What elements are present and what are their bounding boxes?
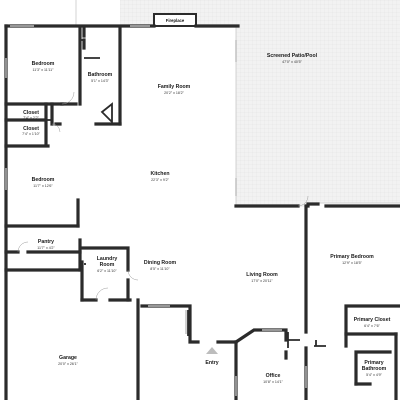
label-living-room: Living Room — [246, 272, 278, 278]
dim-garage: 20'0" x 26'1" — [58, 362, 78, 366]
dim-primary-closet: 6'4" x 7'6" — [364, 324, 380, 328]
fireplace — [153, 13, 197, 27]
garage-floor — [8, 272, 138, 400]
label-bedroom-2: Bedroom — [32, 177, 55, 183]
dim-family-room: 20'2" x 18'2" — [164, 91, 184, 95]
label-garage: Garage — [59, 355, 77, 361]
windows — [5, 25, 307, 396]
fireplace-label: Fireplace — [166, 18, 185, 23]
room-labels: Screened Patio/Pool 47'0" x 40'5" Bedroo… — [22, 53, 390, 384]
label-pantry: Pantry — [38, 239, 54, 245]
dim-bedroom-2: 11'7" x 12'6" — [33, 184, 53, 188]
dim-living-room: 17'0" x 20'11" — [251, 279, 273, 283]
label-laundry-line1: Laundry — [97, 256, 118, 262]
label-kitchen: Kitchen — [150, 171, 169, 177]
dim-dining-room: 8'5" x 11'10" — [150, 267, 170, 271]
dim-bathroom: 5'1" x 14'3" — [91, 79, 109, 83]
entry-arrow-icon — [206, 347, 218, 354]
label-family-room: Family Room — [158, 84, 191, 90]
label-primary-bathroom-line1: Primary — [364, 360, 383, 366]
label-laundry-line2: Room — [100, 262, 115, 268]
label-office: Office — [266, 373, 281, 379]
screened-patio-area — [76, 0, 400, 207]
dim-closet-2: 7'4" x 1'10" — [22, 132, 40, 136]
label-primary-bedroom: Primary Bedroom — [330, 254, 374, 260]
dim-laundry: 6'2" x 11'10" — [97, 269, 117, 273]
label-primary-closet: Primary Closet — [354, 317, 391, 323]
dim-primary-bathroom: 5'4" x 4'9" — [366, 373, 382, 377]
dim-office: 10'8" x 14'1" — [263, 380, 283, 384]
label-bathroom: Bathroom — [88, 72, 113, 78]
label-dining-room: Dining Room — [144, 260, 177, 266]
label-bedroom-1: Bedroom — [32, 61, 55, 67]
dim-pantry: 11'7" x 4'2" — [37, 246, 55, 250]
door-swings — [17, 91, 309, 301]
dim-screened-patio: 47'0" x 40'5" — [282, 60, 302, 64]
label-closet-2: Closet — [23, 126, 39, 132]
label-screened-patio: Screened Patio/Pool — [267, 53, 318, 59]
dim-bedroom-1: 11'3" x 11'11" — [33, 68, 55, 72]
label-closet-1: Closet — [23, 110, 39, 116]
label-entry: Entry — [205, 360, 218, 366]
dim-kitchen: 22'3" x 9'2" — [151, 178, 169, 182]
label-primary-bathroom-line2: Bathroom — [362, 366, 387, 372]
dim-closet-1: 7'4" x 2'2" — [23, 116, 39, 120]
dim-primary-bedroom: 12'9" x 18'5" — [342, 261, 362, 265]
walls — [4, 24, 400, 400]
